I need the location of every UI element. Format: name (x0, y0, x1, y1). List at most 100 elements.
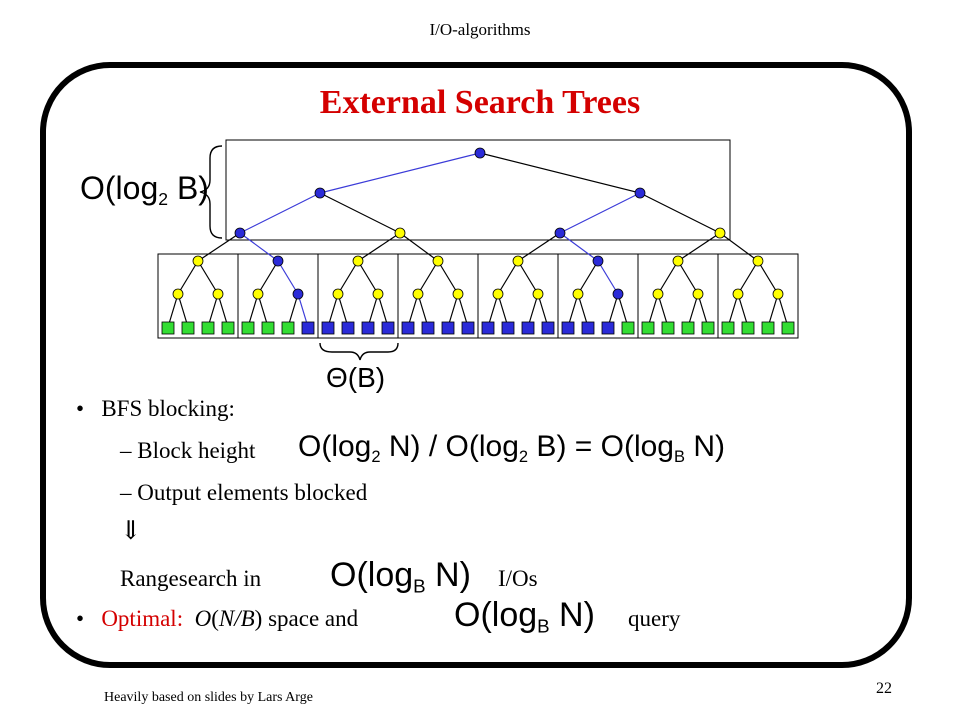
leaf-blue (361, 321, 375, 335)
tree-node-blue (554, 227, 566, 239)
bullet-output-blocked: – Output elements blocked (120, 480, 368, 505)
tree-edge (677, 260, 699, 295)
leaf-blue (501, 321, 515, 335)
tree-edge-search (597, 260, 619, 295)
tree-node-blue (612, 288, 624, 300)
tree-node-yellow (252, 288, 264, 300)
tree-node-yellow (692, 288, 704, 300)
query-formula: O(logB N) (454, 596, 595, 637)
tree-edge (677, 232, 721, 262)
tree-edge (457, 293, 469, 328)
tree-edge (357, 260, 379, 295)
tree-node-yellow (492, 288, 504, 300)
tree-edge-search (559, 232, 599, 262)
tree-edge (319, 192, 401, 234)
tree-edge (337, 260, 359, 295)
leaf-green (741, 321, 755, 335)
bullet-optimal: • Optimal: O(N/B) space and (76, 606, 359, 631)
tree-edge (727, 293, 739, 328)
tree-node-yellow (394, 227, 406, 239)
tree-node-yellow (172, 288, 184, 300)
tree-edges (167, 152, 789, 328)
tree-edge (407, 293, 419, 328)
bullet-block-height: – Block height (120, 438, 256, 463)
tree-node-yellow (352, 255, 364, 267)
leaf-green (681, 321, 695, 335)
query-text: query (628, 606, 681, 631)
tree-edge (737, 293, 749, 328)
top-brace-label: O(log2 B) (80, 170, 209, 210)
leaf-green (221, 321, 235, 335)
tree-edge (377, 293, 389, 328)
implies-arrow: ⇓ (120, 516, 142, 545)
leaf-blue (521, 321, 535, 335)
leaf-green (621, 321, 635, 335)
tree-edge (177, 260, 199, 295)
tree-edge (197, 260, 219, 295)
tree-node-yellow (572, 288, 584, 300)
tree-edge (567, 293, 579, 328)
tree-edge-search (319, 152, 481, 194)
tree-edge (757, 260, 779, 295)
tree-node-blue (314, 187, 326, 199)
tree-node-yellow (672, 255, 684, 267)
tree-edge (417, 260, 439, 295)
tree-node-yellow (372, 288, 384, 300)
tree-edge (537, 293, 549, 328)
page-number: 22 (876, 680, 892, 697)
bullet-bfs: • BFS blocking: (76, 396, 235, 421)
tree-edge (447, 293, 459, 328)
leaf-blue (421, 321, 435, 335)
tree-edge (687, 293, 699, 328)
tree-edge (357, 232, 401, 262)
leaf-block (717, 253, 799, 339)
tree-node-yellow (652, 288, 664, 300)
top-brace (199, 145, 223, 239)
tree-nodes (172, 147, 784, 300)
tree-edge (697, 293, 709, 328)
tree-edge (217, 293, 229, 328)
tree-edge (417, 293, 429, 328)
tree-edge-search (239, 192, 321, 234)
tree-node-yellow (752, 255, 764, 267)
tree-node-yellow (532, 288, 544, 300)
leaf-blue (481, 321, 495, 335)
tree-node-yellow (714, 227, 726, 239)
tree-node-blue (292, 288, 304, 300)
bottom-brace-label: Θ(B) (326, 362, 386, 393)
rangesearch-text: Rangesearch in (120, 566, 262, 591)
tree-edge (577, 260, 599, 295)
tree-node-yellow (432, 255, 444, 267)
tree-node-blue (634, 187, 646, 199)
tree-edge (647, 293, 659, 328)
tree-node-yellow (772, 288, 784, 300)
tree-edge (607, 293, 619, 328)
tree-edge (497, 293, 509, 328)
tree-edge-search (277, 260, 299, 295)
tree-edge (257, 293, 269, 328)
tree-edge (257, 260, 279, 295)
leaf-green (781, 321, 795, 335)
slide-frame (40, 62, 912, 668)
tree-edge (437, 260, 459, 295)
tree-blocks (157, 139, 799, 339)
tree-edge (767, 293, 779, 328)
leaf-green (641, 321, 655, 335)
tree-edge (737, 260, 759, 295)
tree-edge (517, 260, 539, 295)
leaf-blue (581, 321, 595, 335)
course-header: I/O-algorithms (429, 20, 531, 39)
leaf-blue (401, 321, 415, 335)
tree-node-blue (592, 255, 604, 267)
leaf-blue (381, 321, 395, 335)
leaf-blue (341, 321, 355, 335)
leaf-green (181, 321, 195, 335)
tree-edge (367, 293, 379, 328)
tree-edge (287, 293, 299, 328)
leaf-blue (441, 321, 455, 335)
slide-title: External Search Trees (319, 84, 641, 121)
footer-credit: Heavily based on slides by Lars Arge (104, 690, 313, 705)
tree-node-blue (272, 255, 284, 267)
tree-node-yellow (452, 288, 464, 300)
